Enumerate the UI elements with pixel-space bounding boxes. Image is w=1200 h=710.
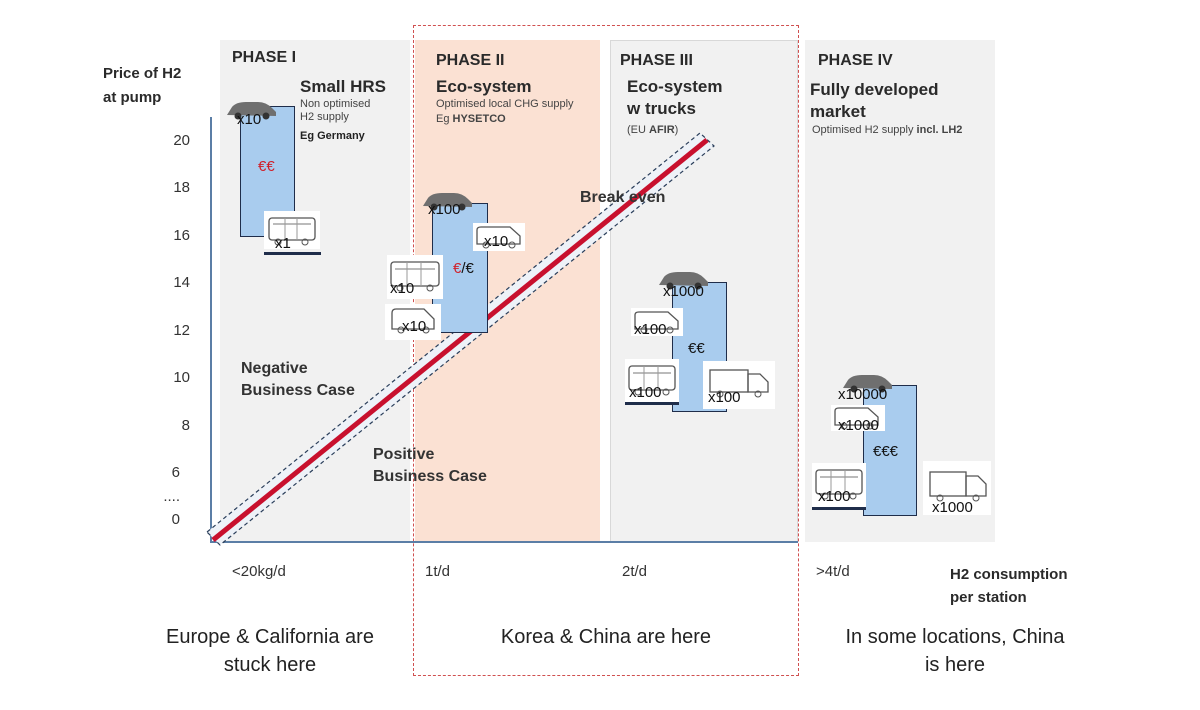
bus-icon <box>625 359 679 403</box>
positive-business-case: Positive Business Case <box>373 444 487 488</box>
phase3-car-count: x1000 <box>663 283 704 300</box>
car-icon <box>659 272 708 290</box>
y-axis-title: Price of H2 at pump <box>103 62 181 110</box>
break-even-label: Break even <box>580 189 666 206</box>
china-note-line2: is here <box>924 654 986 676</box>
phase2-note: Optimised local CHG supply <box>436 98 574 110</box>
car-icon <box>227 102 276 120</box>
negative-business-case: Negative Business Case <box>241 358 355 402</box>
europe-note-line1: Europe & California are <box>166 626 374 648</box>
x-tick-20kg: <20kg/d <box>232 563 286 580</box>
negative-case-line2: Business Case <box>241 382 355 399</box>
phase4-bus-underline <box>812 507 866 510</box>
bus-icon <box>387 255 443 299</box>
positive-case-line2: Business Case <box>373 468 487 485</box>
phase2-example: Eg HYSETCO <box>436 113 506 126</box>
van-icon <box>385 304 441 340</box>
bus-icon <box>264 211 320 249</box>
phase2-bus-count: x10 <box>390 280 415 297</box>
y-tick-10: 10 <box>173 369 190 386</box>
phase3-truck-count: x100 <box>708 389 741 406</box>
phase2-van2-count: x10 <box>402 318 427 335</box>
phase4-note-prefix: Optimised H2 supply <box>812 124 917 136</box>
phase3-note-afir: AFIR <box>649 124 675 136</box>
x-tick-1t: 1t/d <box>425 563 451 580</box>
phase1-example: Eg Germany <box>300 130 365 142</box>
phase1-car-count: x10 <box>237 111 262 128</box>
phase1-title: PHASE I <box>232 49 297 66</box>
europe-note-line2: stuck here <box>223 654 317 676</box>
phase1-bus-underline <box>264 252 321 255</box>
y-tick-dots: .... <box>163 488 180 505</box>
x-tick-2t: 2t/d <box>622 563 648 580</box>
y-tick-12: 12 <box>173 322 190 339</box>
phase3-van-count: x100 <box>634 321 667 338</box>
phase4-note-lh2: incl. LH2 <box>916 124 963 136</box>
phase2-car-count: x100 <box>428 201 461 218</box>
bus-icon <box>812 463 866 507</box>
phase2-bar-label-red: € <box>453 260 462 277</box>
x-axis-title-line2: per station <box>950 589 1027 606</box>
x-axis-title-line1: H2 consumption <box>950 566 1068 583</box>
korea-note-line: Korea & China are here <box>500 626 712 648</box>
car-icon <box>423 193 472 211</box>
y-axis-title-line1: Price of H2 <box>103 65 182 82</box>
y-axis-line <box>210 117 212 543</box>
phase2-title: PHASE II <box>436 52 505 69</box>
phase1-bar-label: €€ <box>258 158 275 175</box>
x-tick-4t: >4t/d <box>816 563 850 580</box>
europe-california-note: Europe & California are stuck here <box>120 623 420 679</box>
negative-case-line1: Negative <box>241 360 308 377</box>
y-tick-14: 14 <box>173 274 190 291</box>
phase2-subtitle: Eco-system <box>436 77 532 96</box>
truck-icon <box>703 361 775 409</box>
x-axis-line <box>210 541 798 543</box>
phase3-subtitle-1: Eco-system <box>627 77 723 96</box>
phase4-van-count: x1000 <box>838 417 879 434</box>
phase2-bar-label: €/€ <box>453 260 474 277</box>
phase2-van-count: x10 <box>484 233 509 250</box>
phase4-subtitle-1: Fully developed <box>810 80 939 99</box>
phase4-bus-count: x100 <box>818 488 851 505</box>
phase4-truck-count: x1000 <box>932 499 973 516</box>
korea-china-note: Korea & China are here <box>413 623 799 651</box>
china-locations-note: In some locations, China is here <box>800 623 1110 679</box>
phase3-title: PHASE III <box>620 52 693 69</box>
phase4-note: Optimised H2 supply incl. LH2 <box>812 124 962 137</box>
phase3-bar-label: €€ <box>688 340 705 357</box>
phase3-subtitle-2: w trucks <box>627 99 696 118</box>
phase4-title: PHASE IV <box>818 52 893 69</box>
phase4-bar-label: €€€ <box>873 443 899 460</box>
phase2-example-name: HYSETCO <box>452 113 506 125</box>
x-axis-title: H2 consumption per station <box>950 563 1068 609</box>
y-tick-8: 8 <box>181 417 190 434</box>
y-tick-18: 18 <box>173 179 190 196</box>
phase1-bus-count: x1 <box>275 235 291 252</box>
truck-icon <box>923 461 991 515</box>
phase2-bar-label-black: /€ <box>461 260 474 277</box>
phase1-note-1: Non optimised <box>300 98 371 110</box>
phase4-subtitle-2: market <box>810 102 866 121</box>
phase2-example-prefix: Eg <box>436 113 453 125</box>
y-tick-20: 20 <box>173 132 190 149</box>
phase1-subtitle: Small HRS <box>300 77 386 96</box>
van-icon <box>473 223 525 251</box>
positive-case-line1: Positive <box>373 446 435 463</box>
phase3-bus-underline <box>625 402 679 405</box>
y-tick-0: 0 <box>171 511 180 528</box>
y-tick-6: 6 <box>171 464 180 481</box>
phase3-note-suffix: ) <box>674 124 679 136</box>
van-icon <box>631 308 683 336</box>
phase3-bus-count: x100 <box>629 384 662 401</box>
phase3-note-prefix: (EU <box>627 124 649 136</box>
phase1-note-2: H2 supply <box>300 111 349 123</box>
china-note-line1: In some locations, China <box>845 626 1065 648</box>
van-icon <box>831 405 885 431</box>
y-tick-16: 16 <box>173 227 190 244</box>
y-axis-title-line2: at pump <box>103 89 162 106</box>
phase4-car-count: x10000 <box>838 386 888 403</box>
phase3-note: (EU AFIR) <box>627 124 678 137</box>
car-icon <box>843 375 892 393</box>
